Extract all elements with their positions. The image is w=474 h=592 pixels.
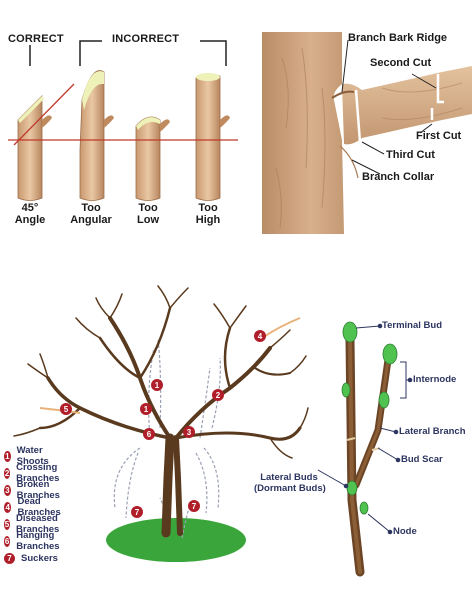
node-label: Node: [393, 526, 417, 537]
first-cut-label: First Cut: [416, 130, 462, 142]
tree-badge-1: 1: [151, 379, 163, 391]
correct-header: CORRECT: [8, 33, 64, 45]
caption-45-angle: 45°Angle: [14, 202, 46, 226]
incorrect-bracket: [79, 40, 227, 66]
branch-cut-panel: Branch Bark Ridge Second Cut First Cut T…: [262, 28, 472, 238]
buds: [341, 321, 398, 515]
branch-collar-label: Branch Collar: [362, 171, 435, 183]
internode-bracket: [400, 361, 407, 399]
branch-collar-shape: [339, 145, 359, 179]
stem-too-angular: [79, 70, 114, 201]
tree-badge-1b: 1: [140, 403, 152, 415]
tree-panel: 1 2 1 6 3 4 5 7 7: [0, 278, 310, 578]
internode-label: Internode: [413, 374, 457, 385]
lateral-branch-label: Lateral Branch: [399, 426, 466, 437]
pointer-lines: [317, 323, 413, 535]
pruning-cuts-illustration: [8, 40, 238, 201]
terminal-bud-label: Terminal Bud: [382, 320, 442, 331]
lateral-stem: [352, 356, 392, 489]
third-cut-label: Third Cut: [386, 149, 435, 161]
incorrect-header: INCORRECT: [112, 33, 180, 45]
third-cut-line: [354, 89, 362, 143]
bud-scar-label: Bud Scar: [401, 454, 443, 465]
bud-anatomy-illustration: [317, 321, 413, 577]
ground-mound: [106, 518, 246, 562]
tree-branches: [13, 285, 309, 538]
tree-badge-7a: 7: [131, 506, 143, 518]
tree-badge-5: 5: [60, 403, 72, 415]
angle-guide-line: [13, 83, 75, 146]
tree-badge-7b: 7: [188, 500, 200, 512]
tree-badge-3: 3: [183, 426, 195, 438]
branch-bark-ridge-label: Branch Bark Ridge: [348, 32, 448, 44]
trunk: [262, 32, 344, 234]
second-cut-line: [436, 74, 444, 104]
stem-too-high: [195, 73, 230, 201]
lateral-buds-label: Lateral Buds (Dormant Buds): [254, 472, 326, 494]
limb: [342, 66, 472, 145]
tree-illustration: [13, 285, 309, 562]
bud-anatomy-panel: Terminal Bud Internode Lateral Branch Bu…: [254, 310, 472, 582]
stem-too-low: [135, 116, 170, 201]
branch-cut-illustration: [262, 32, 472, 234]
tree-badge-4: 4: [254, 330, 266, 342]
tree-badge-2: 2: [212, 389, 224, 401]
second-cut-label: Second Cut: [370, 57, 432, 69]
tree-badge-6: 6: [143, 428, 155, 440]
bark-ridge-shape: [331, 90, 355, 99]
